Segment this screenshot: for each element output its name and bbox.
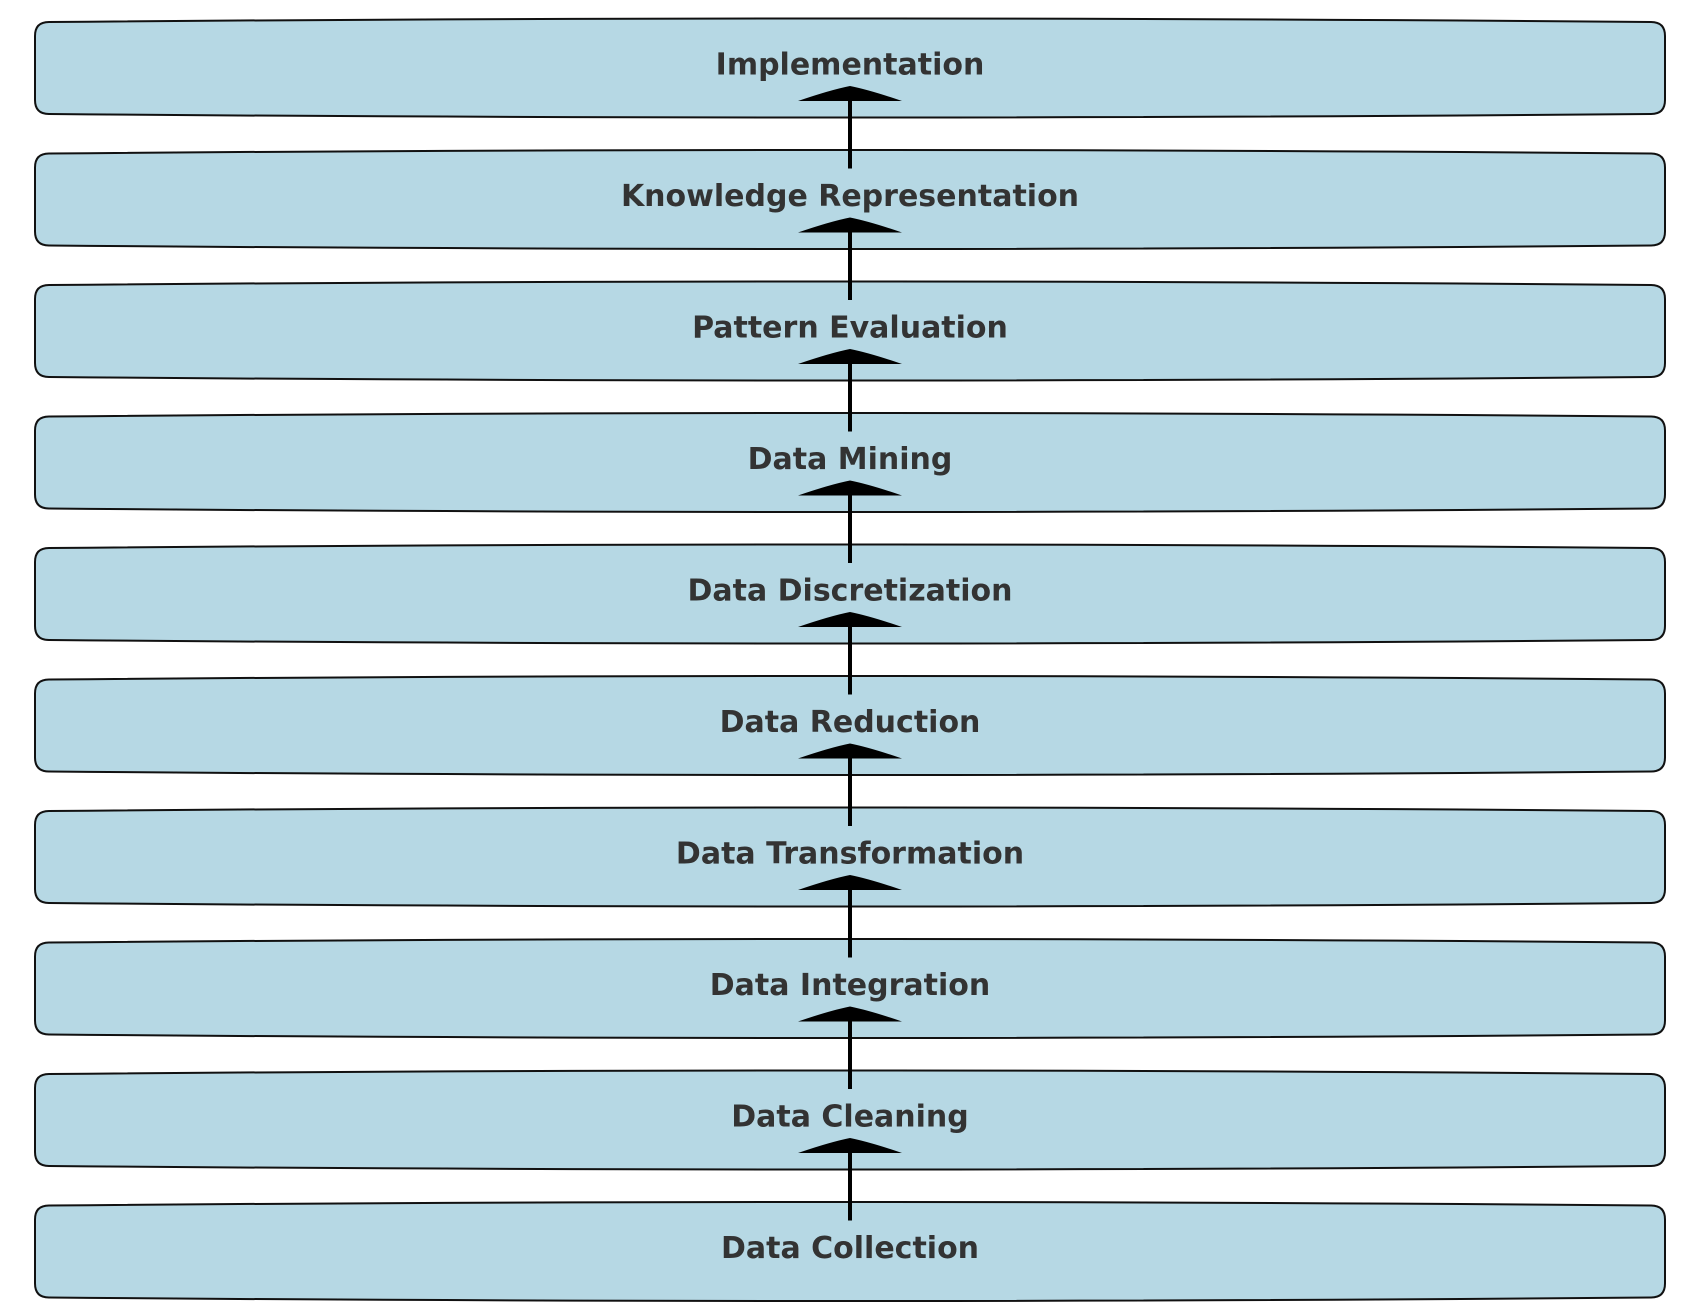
- stage-box-data-mining: [34, 412, 1666, 513]
- arrow-data-reduction-to-data-discretization: [798, 612, 902, 695]
- stage-label-implementation: Implementation: [716, 48, 985, 83]
- arrow-head: [798, 480, 902, 496]
- arrow-head: [798, 1138, 902, 1153]
- arrow-head: [798, 743, 902, 759]
- stage-label-knowledge-representation: Knowledge Representation: [621, 179, 1079, 214]
- stage-box-data-cleaning: [34, 1069, 1666, 1171]
- stage-box-knowledge-representation: [34, 149, 1666, 250]
- arrow-head: [798, 86, 902, 101]
- arrow-head: [798, 875, 902, 890]
- stage-label-data-cleaning: Data Cleaning: [731, 1100, 969, 1135]
- stage-box-data-integration: [34, 938, 1666, 1039]
- arrow-head: [798, 1006, 902, 1022]
- arrow-pattern-evaluation-to-knowledge-representation: [798, 217, 902, 300]
- arrow-data-transformation-to-data-reduction: [798, 743, 902, 826]
- stage-box-data-discretization: [34, 543, 1666, 645]
- stage-label-data-reduction: Data Reduction: [720, 705, 981, 740]
- stage-label-data-discretization: Data Discretization: [687, 574, 1012, 609]
- arrow-data-mining-to-pattern-evaluation: [798, 349, 902, 432]
- arrow-data-cleaning-to-data-integration: [798, 1006, 902, 1089]
- arrow-data-discretization-to-data-mining: [798, 480, 902, 563]
- arrow-head: [798, 349, 902, 364]
- arrow-head: [798, 217, 902, 233]
- arrow-knowledge-representation-to-implementation: [798, 86, 902, 169]
- stage-label-data-integration: Data Integration: [710, 968, 991, 1003]
- stage-label-pattern-evaluation: Pattern Evaluation: [692, 311, 1008, 346]
- stage-box-pattern-evaluation: [34, 280, 1666, 382]
- stage-box-data-transformation: [34, 806, 1666, 908]
- stage-boxes: [34, 17, 1666, 1302]
- arrow-head: [798, 612, 902, 627]
- stage-box-data-collection: [34, 1201, 1666, 1302]
- stage-label-data-collection: Data Collection: [721, 1231, 979, 1266]
- arrow-data-collection-to-data-cleaning: [798, 1138, 902, 1221]
- stage-box-implementation: [34, 17, 1666, 119]
- stage-label-data-mining: Data Mining: [748, 442, 953, 477]
- stage-box-data-reduction: [34, 675, 1666, 776]
- stage-label-data-transformation: Data Transformation: [676, 837, 1024, 872]
- arrow-data-integration-to-data-transformation: [798, 875, 902, 958]
- stage-arrows: [798, 86, 902, 1221]
